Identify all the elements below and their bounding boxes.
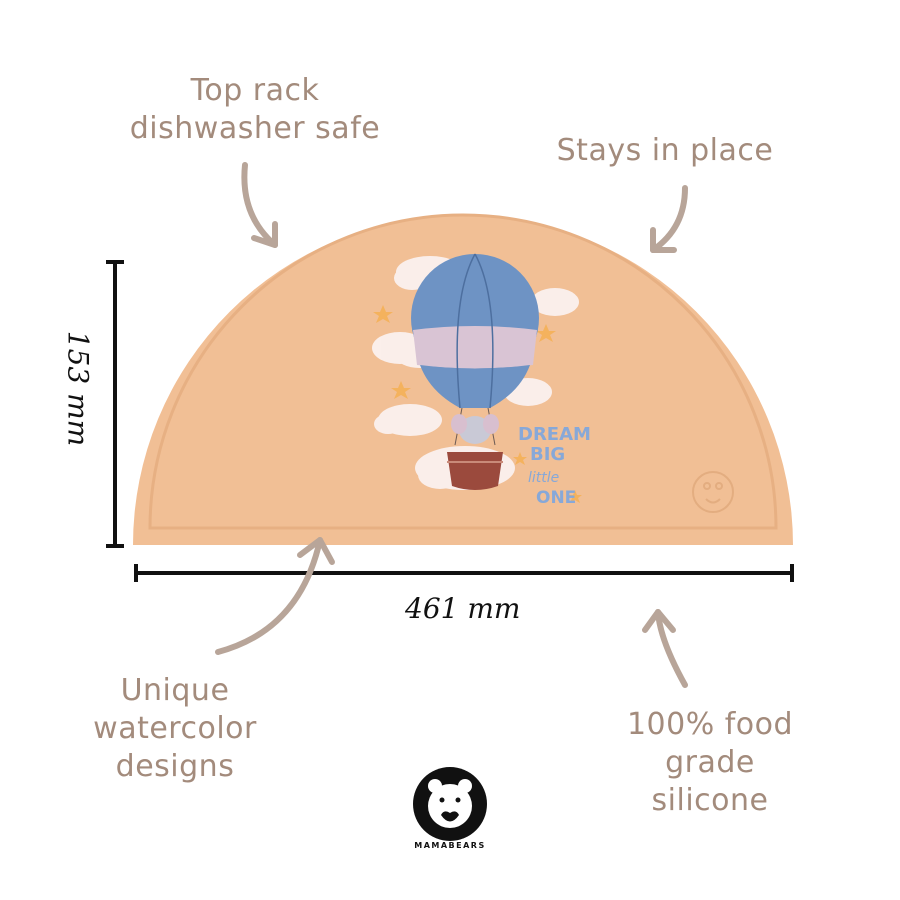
arrowhead-unique (297, 537, 335, 565)
feature-dishwasher-safe: Top rack dishwasher safe (95, 72, 415, 148)
feature-text-line: grade (665, 745, 755, 780)
mat-text-dream: DREAM (518, 424, 591, 445)
placemat-inner-rim (148, 213, 778, 530)
brand-name: MAMABEARS (414, 841, 486, 850)
embossed-bear-icon (692, 471, 734, 513)
feature-food-grade-silicone: 100% food grade silicone (600, 706, 820, 820)
stars (373, 305, 582, 503)
height-dimension (106, 260, 124, 548)
feature-stays-in-place: Stays in place (530, 132, 800, 170)
feature-text-line: Top rack (190, 73, 320, 108)
feature-text-line: Stays in place (556, 133, 774, 168)
mat-text-little: little (528, 470, 559, 486)
arrowhead-food (642, 609, 676, 633)
feature-text-line: silicone (651, 783, 769, 818)
arrow-unique (215, 537, 323, 655)
brand-logo (413, 767, 487, 841)
width-dimension (134, 564, 794, 582)
width-label: 461 mm (405, 592, 521, 625)
elephant (451, 414, 499, 444)
basket (447, 452, 503, 490)
feature-text-line: Unique (120, 673, 230, 708)
mat-text-big: BIG (530, 444, 565, 465)
feature-text-line: designs (115, 749, 235, 784)
arrowhead-stays (650, 227, 677, 253)
feature-text-line: watercolor (93, 711, 257, 746)
feature-watercolor-designs: Unique watercolor designs (60, 672, 290, 786)
arrowhead-top-rack (251, 221, 278, 248)
feature-text-line: 100% food (626, 707, 794, 742)
arrow-top-rack (241, 162, 278, 248)
feature-text-line: dishwasher safe (129, 111, 381, 146)
arrow-stays (650, 185, 688, 253)
hot-air-balloon (411, 253, 539, 446)
mat-text-one: ONE (536, 488, 576, 508)
arrow-food (655, 609, 688, 688)
height-label: 153 mm (61, 330, 95, 447)
